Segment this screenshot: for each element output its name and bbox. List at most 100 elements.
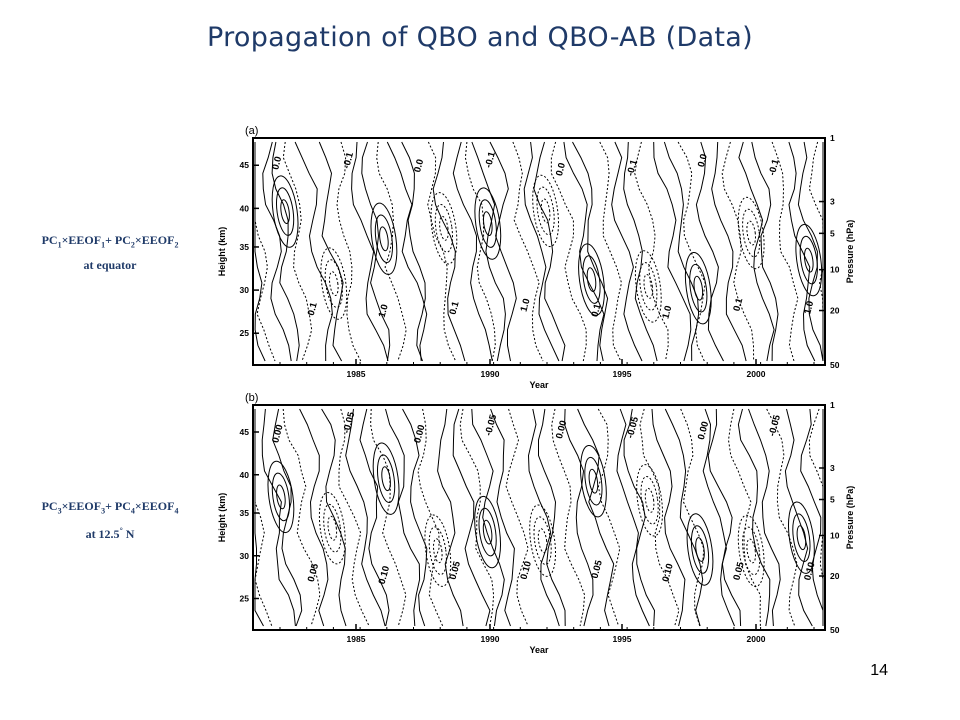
x-axis-label: Year <box>529 645 549 655</box>
y-tick-label: 25 <box>240 594 250 604</box>
contour-line <box>254 409 273 627</box>
contour-line <box>459 408 495 627</box>
contour-value-label: -0.1 <box>341 151 356 170</box>
panel-tag: (a) <box>245 125 258 137</box>
y-right-tick-label: 50 <box>830 360 840 370</box>
contour-line <box>401 141 426 362</box>
contour-line <box>489 141 517 362</box>
y-tick-label: 30 <box>240 285 250 295</box>
contour-cell <box>584 456 603 506</box>
y-right-tick-label: 1 <box>830 133 835 143</box>
contour-line <box>432 141 466 362</box>
contour-cell <box>746 220 756 246</box>
y-tick-label: 35 <box>240 242 250 252</box>
contour-cell <box>474 495 501 569</box>
y-tick-label: 40 <box>240 470 250 480</box>
x-tick-label: 2000 <box>747 369 766 379</box>
contour-value-label: 0.0 <box>696 153 710 169</box>
contour-line <box>784 408 813 627</box>
contour-cell <box>478 507 497 557</box>
contour-line <box>464 141 496 362</box>
y-right-tick-label: 3 <box>830 463 835 473</box>
contour-line <box>663 141 700 362</box>
contour-line <box>538 408 566 627</box>
contour-line <box>294 141 333 362</box>
contour-cell <box>639 262 658 311</box>
contour-line <box>727 408 761 627</box>
y-tick-label: 25 <box>240 328 250 338</box>
contour-cell <box>377 454 396 503</box>
contour-value-label: 0.10 <box>802 561 817 582</box>
y-right-tick-label: 10 <box>830 531 840 541</box>
contour-line <box>370 408 407 627</box>
panel-b-side-label: PC3×EEOF3+ PC4×EEOF4 at 12.5° N <box>41 499 179 542</box>
contour-line <box>452 408 491 627</box>
contour-line <box>721 141 755 362</box>
contour-line <box>336 141 362 362</box>
contour-line <box>338 408 370 627</box>
contour-cell <box>788 501 815 574</box>
contour-cell <box>643 274 654 299</box>
contour-line <box>599 141 623 362</box>
contour-line <box>639 408 680 627</box>
y-right-tick-label: 50 <box>830 625 840 635</box>
y-right-tick-label: 5 <box>830 228 835 238</box>
contour-cell <box>532 174 559 248</box>
contour-line <box>437 408 464 627</box>
x-tick-label: 1990 <box>481 634 500 644</box>
contour-line <box>651 408 686 627</box>
contour-line <box>572 141 609 362</box>
contour-value-label: -0.05 <box>767 413 783 437</box>
contour-value-label: 0.10 <box>377 565 392 586</box>
y-right-tick-label: 20 <box>830 571 840 581</box>
contour-value-label: 0.05 <box>448 559 464 580</box>
contour-cell <box>686 513 714 586</box>
contour-line <box>751 141 779 362</box>
contour-cell <box>327 515 338 541</box>
contour-line <box>523 141 560 362</box>
contour-line <box>533 141 566 362</box>
contour-line <box>550 141 587 362</box>
panel-a-frame <box>252 137 826 366</box>
contour-cell <box>580 445 607 518</box>
contour-value-label: 1.0 <box>660 305 674 321</box>
contour-cell <box>374 214 393 264</box>
contour-line <box>505 408 529 627</box>
x-tick-label: 1990 <box>481 369 500 379</box>
panel-a-side-label-location: at equator <box>83 258 137 273</box>
contour-line <box>402 408 428 627</box>
contour-value-label: 1.0 <box>519 297 533 313</box>
contour-cell <box>271 175 299 248</box>
y-axis-label-left: Height (km) <box>217 227 227 277</box>
contour-cell <box>370 202 398 275</box>
contour-line <box>351 141 389 362</box>
contour-value-label: 0.1 <box>306 301 320 317</box>
contour-value-label: 0.00 <box>696 420 711 441</box>
panel-b-side-label-location: at 12.5 <box>85 527 120 542</box>
contour-value-label: -0.1 <box>483 150 498 169</box>
x-tick-label: 1985 <box>347 369 366 379</box>
contour-cell <box>792 513 811 562</box>
contour-value-label: -0.05 <box>625 415 641 439</box>
contour-line <box>664 408 704 627</box>
x-tick-label: 1995 <box>613 634 632 644</box>
contour-cell <box>737 196 765 270</box>
contour-line <box>490 408 515 627</box>
contour-cell <box>428 526 447 575</box>
contour-value-label: -0.05 <box>341 410 357 434</box>
contour-cell <box>320 247 348 320</box>
contour-line <box>766 408 798 627</box>
contour-cell <box>634 250 662 323</box>
y-right-tick-label: 3 <box>830 197 835 207</box>
contour-line <box>800 408 824 626</box>
contour-value-label: 0.1 <box>448 300 462 316</box>
page-number: 14 <box>870 662 888 679</box>
contour-value-label: 0.00 <box>554 419 569 440</box>
contour-value-label: 0.05 <box>731 560 747 581</box>
contour-cell <box>746 538 756 564</box>
contour-line <box>808 141 824 361</box>
contour-cell <box>693 275 704 301</box>
contour-line <box>386 141 428 362</box>
contour-value-label: 0.0 <box>554 162 568 178</box>
